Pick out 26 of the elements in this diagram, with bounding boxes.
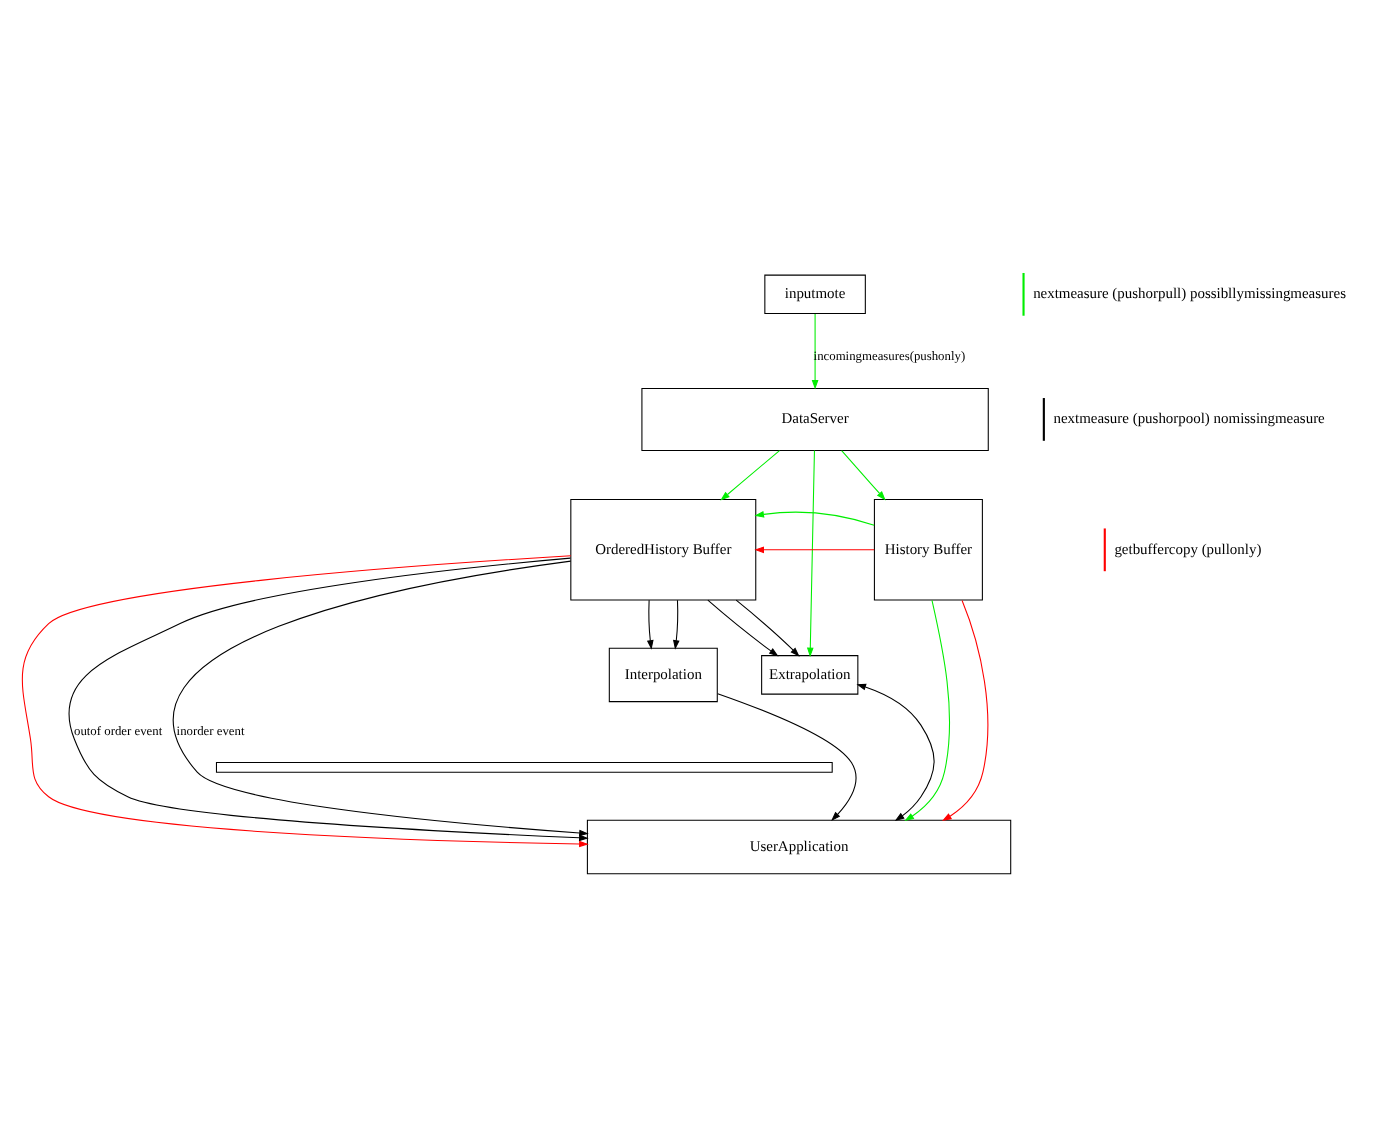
node-box: UserApplication <box>586 818 1012 874</box>
node-bar <box>215 761 833 772</box>
arrow <box>806 449 815 657</box>
node-box: inputmote <box>764 273 866 314</box>
arrow <box>646 598 654 649</box>
node-box: Interpolation <box>608 646 718 702</box>
node-box: History Buffer <box>873 498 983 600</box>
arrow <box>735 598 800 656</box>
arrow <box>720 449 781 500</box>
legend-label: nextmeasure (pushorpool) nomissingmeasure <box>1053 408 1325 427</box>
arrow <box>754 510 875 525</box>
arrow <box>811 312 819 389</box>
arrow <box>717 692 857 821</box>
node-box: DataServer <box>641 386 989 450</box>
arrow <box>942 598 989 821</box>
arrow <box>707 598 779 656</box>
legend-label: getbuffercopy (pullonly) <box>1114 538 1262 557</box>
arrow <box>754 545 875 553</box>
arrow <box>173 559 589 836</box>
node-box: OrderedHistory Buffer <box>570 498 757 600</box>
arrow <box>856 682 935 821</box>
arrow <box>673 598 680 649</box>
legend-label: nextmeasure (pushorpull) possibllymissingmeasures <box>1033 283 1346 302</box>
node-box: Extrapolation <box>761 654 859 694</box>
arrow <box>904 598 951 821</box>
arrow <box>841 449 886 500</box>
